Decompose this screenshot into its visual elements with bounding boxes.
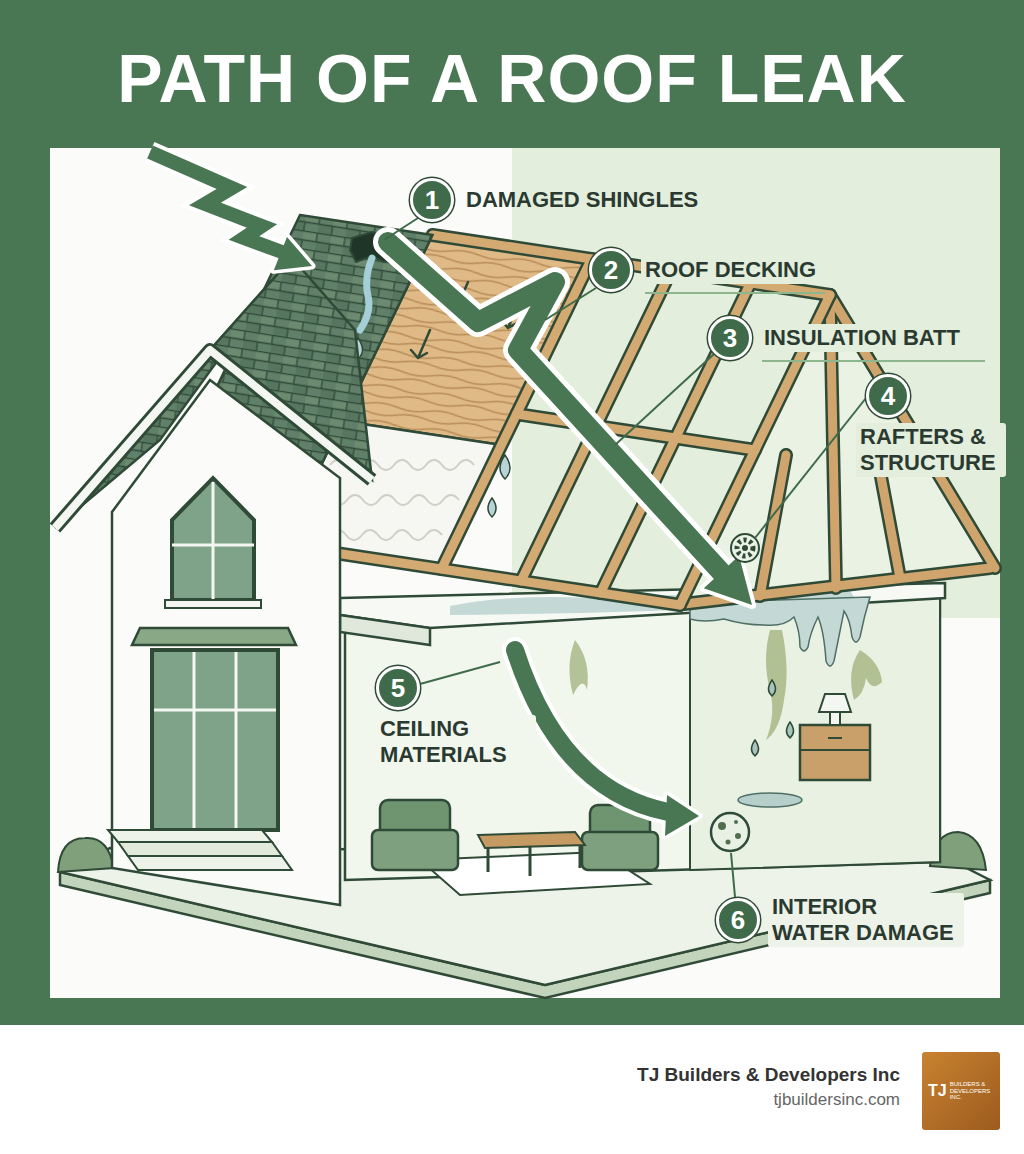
gear-hub [742,545,748,551]
slab-top [60,848,990,985]
room-arrow [515,650,668,812]
step [118,842,282,856]
step [128,856,292,870]
room-wall-right [690,592,940,870]
callout-circle: 6 [716,898,760,942]
path-arrow-outline [388,242,722,573]
callout-circle: 2 [589,248,633,292]
callout-number: 4 [881,383,895,409]
canopy [132,628,296,645]
callout-number: 5 [391,675,405,701]
frame-band [0,0,1024,1025]
callout-group: 3 INSULATION BATT [708,316,964,360]
door-mullion [154,652,276,828]
callout-group: 1 DAMAGED SHINGLES [410,178,702,222]
mold-stain [851,650,882,700]
callout-number: 2 [604,257,618,283]
storm-arrow-outline [150,152,282,252]
nightstand [800,725,870,780]
leader-lines [384,218,866,897]
facade-wall [112,380,340,905]
armchair [582,832,658,870]
armchair [372,830,458,870]
callout-label: RAFTERS & STRUCTURE [856,423,1006,477]
ceiling-drips [690,597,870,666]
water-drops [752,680,794,756]
mold-stain [569,640,587,695]
lamp-shade [819,694,851,712]
leader-line [731,853,735,897]
window-mullion [172,482,254,600]
callout-label: INSULATION BATT [760,324,964,352]
gear-icon [731,534,759,562]
callout-circle: 1 [410,178,454,222]
panel-tint [512,148,1000,618]
room-arrowhead [665,795,699,836]
gable-window [172,478,254,600]
water-puddle [738,793,802,807]
leader-line [755,398,866,538]
room-wall [345,592,940,880]
mold-spores [718,820,741,845]
room-arrow-outline [515,650,668,812]
callout-number: 3 [723,325,737,351]
ceiling-edge [340,615,430,645]
gear-teeth [737,540,753,556]
bush [58,838,114,872]
logo-mark: TJ [928,1083,947,1099]
label-underline [645,292,825,294]
callout-label: CEILING MATERIALS [376,715,536,769]
water-stream [360,258,372,330]
step [108,830,272,842]
storm-arrowhead [274,237,312,270]
panel-ground [50,148,1000,998]
callout-group: 4RAFTERS & STRUCTURE [856,374,1006,477]
coffee-table [478,832,585,848]
company-name: TJ Builders & Developers Inc [637,1064,900,1087]
callout-label: INTERIOR WATER DAMAGE [768,893,964,947]
callout-label: DAMAGED SHINGLES [462,186,702,214]
table-legs [488,845,580,876]
nightstand-drawer [800,738,870,750]
mold-icon [711,813,749,851]
callout-number: 1 [425,187,439,213]
logo-tagline: BUILDERS & DEVELOPERS INC. [950,1081,990,1102]
storm-arrow [150,152,282,252]
leader-line [545,288,596,320]
water-drops [488,455,510,517]
callout-circle: 3 [708,316,752,360]
callout-group: 2 ROOF DECKING [589,248,820,292]
room-arrowhead-outline [665,795,699,836]
path-arrow [388,242,722,573]
callout-group: 6 INTERIOR WATER DAMAGE [716,893,964,947]
leader-line [384,218,418,240]
leader-line [420,662,500,684]
callout-circle: 5 [376,666,420,710]
logo-badge: TJBUILDERS & DEVELOPERS INC. [922,1052,1000,1130]
callout-label: ROOF DECKING [641,256,820,284]
front-door-window [152,650,278,830]
window-sill [165,600,261,608]
diagram-title: PATH OF A ROOF LEAK [0,44,1024,112]
leader-line [615,354,714,445]
callout-circle: 4 [866,374,910,418]
path-arrowhead [704,556,752,605]
callout-number: 6 [731,907,745,933]
callout-group: 5CEILING MATERIALS [376,666,536,769]
company-url: tjbuildersinc.com [773,1090,900,1110]
label-underline [762,360,985,362]
